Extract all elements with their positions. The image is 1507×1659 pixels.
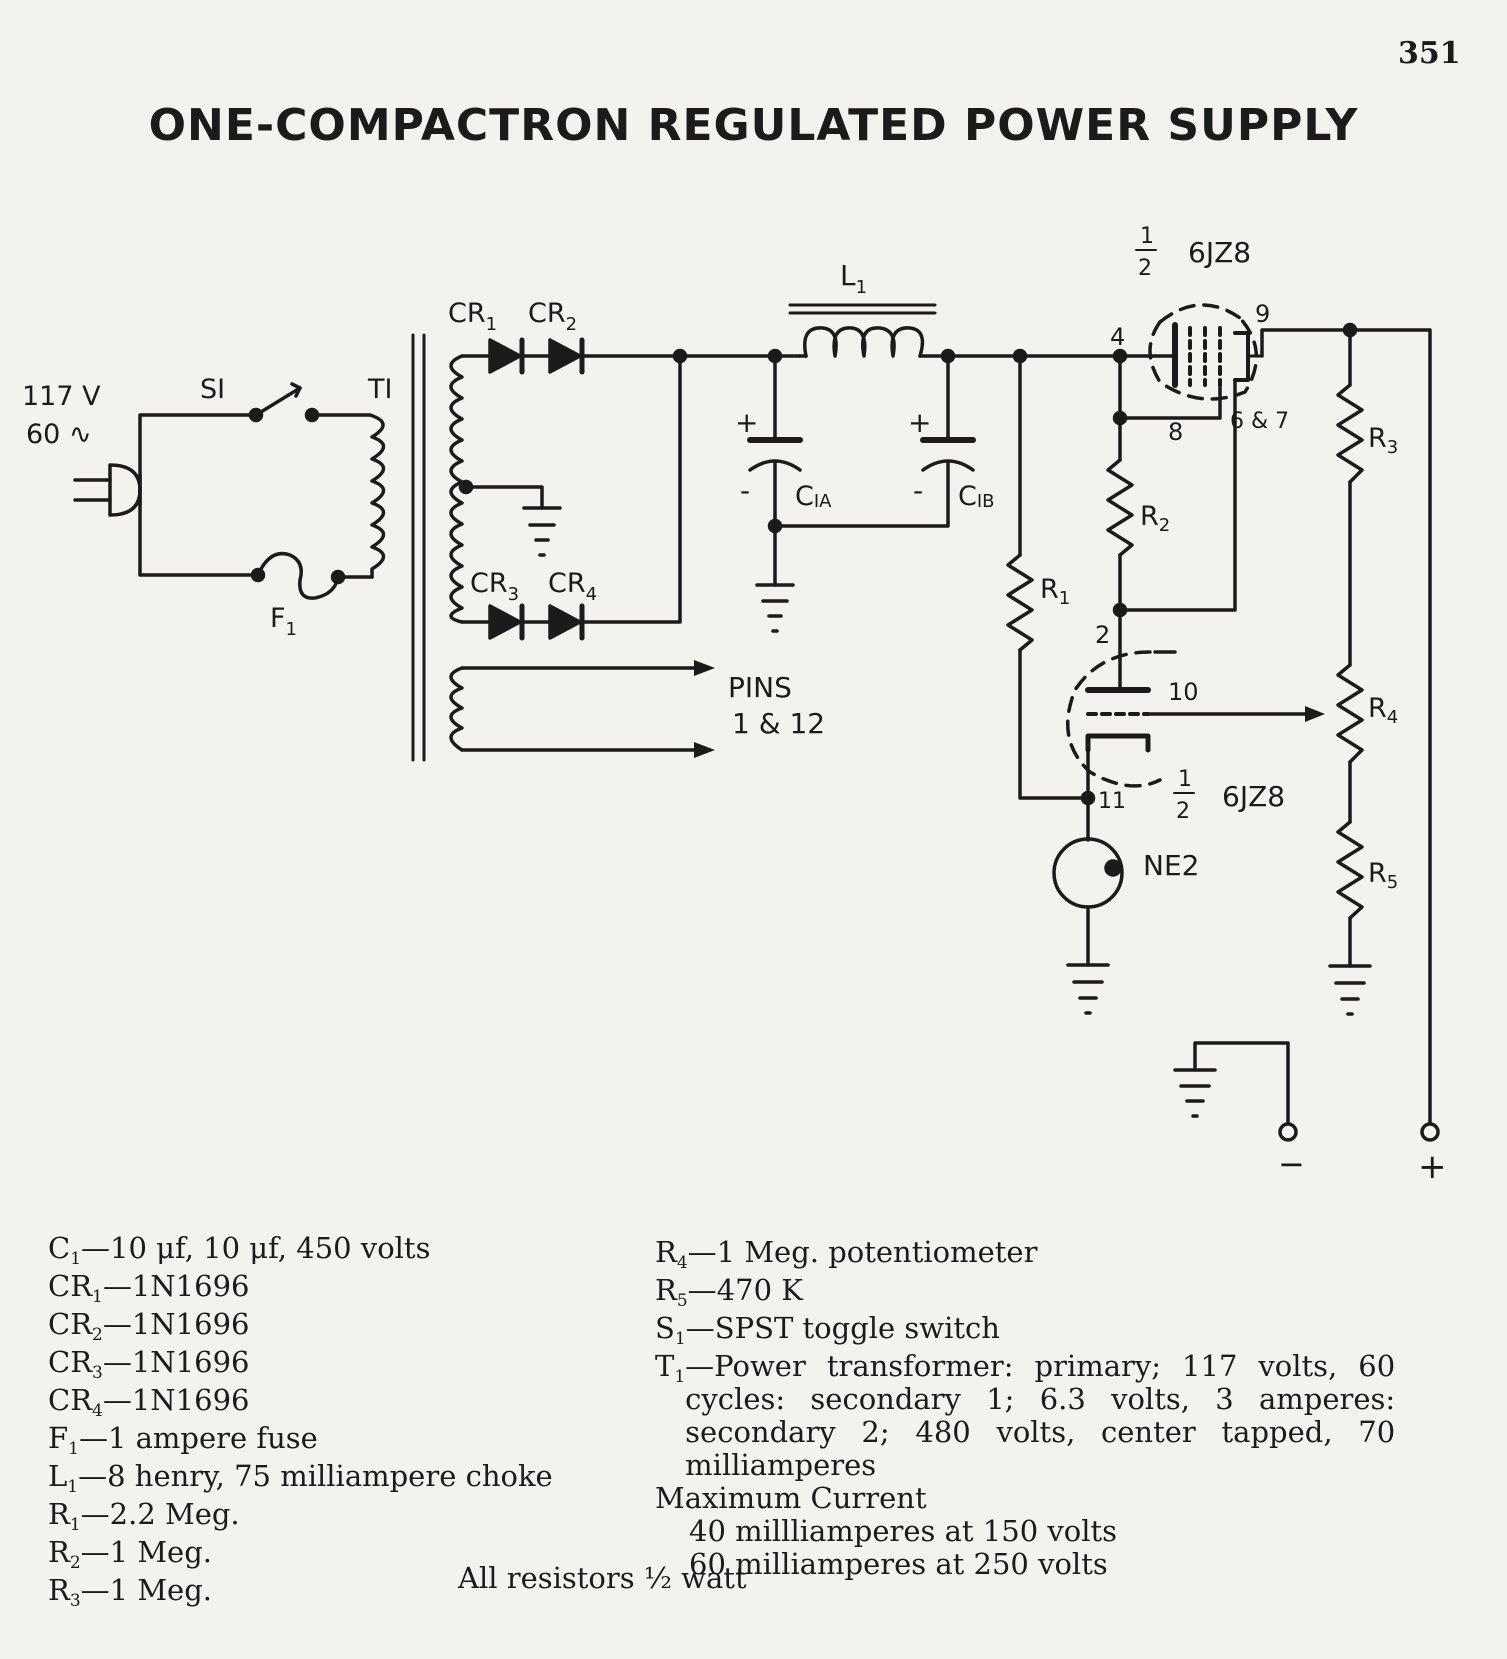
parts-list-item: CR3—1N1696 (48, 1345, 250, 1384)
triode-tube-icon (1066, 650, 1162, 788)
tube-pin-8: 8 (1168, 418, 1183, 446)
filament-winding-coil-icon (449, 666, 464, 752)
ground-icon (755, 583, 795, 633)
resistor-r1-icon (1006, 553, 1034, 652)
resistor-r1-label: R1 (1040, 574, 1070, 609)
ac-plug-icon (73, 463, 142, 517)
resistor-r4-label: R4 (1368, 693, 1398, 728)
input-frequency-label: 60 ∿ (26, 419, 92, 450)
parts-list-right: R4—1 Meg. potentiometer R5—470 K S1—SPST… (655, 1236, 1435, 1581)
parts-list-item: R2—1 Meg. (48, 1535, 212, 1574)
cap-c1a-minus: - (740, 474, 750, 507)
switch-label: SI (200, 374, 225, 405)
output-positive-label: + (1418, 1147, 1447, 1187)
inductor-label: L1 (840, 259, 867, 298)
diode-cr3-label: CR3 (470, 568, 519, 605)
transformer-secondary-coil-icon (449, 354, 464, 624)
cap-c1b-plus: + (908, 406, 931, 439)
resistor-r2-icon (1106, 458, 1134, 557)
tube-type-lower: 6JZ8 (1222, 780, 1285, 813)
resistor-r5-label: R5 (1368, 858, 1398, 893)
parts-list-left: C1—10 μf, 10 μf, 450 volts CR1—1N1696 CR… (48, 1232, 553, 1612)
parts-list-item: S1—SPST toggle switch (655, 1311, 1000, 1350)
cap-c1b-label: CIB (958, 481, 995, 512)
parts-list-item: L1—8 henry, 75 milliampere choke (48, 1459, 553, 1498)
page-number: 351 (1398, 36, 1461, 71)
cap-c1a-plus: + (735, 406, 758, 439)
potentiometer-r4-icon (1336, 663, 1364, 764)
schematic-diagram: 117 V 60 ∿ SI F1 TI (22, 224, 1447, 1187)
output-negative-label: − (1278, 1145, 1305, 1183)
cap-c1b-minus: - (913, 474, 923, 507)
ground-icon (1173, 1068, 1217, 1118)
transformer-spec-text: —Power transformer: primary; 117 volts, … (685, 1349, 1396, 1482)
input-voltage-label: 117 V (22, 381, 101, 412)
tube-pin-9: 9 (1255, 300, 1270, 328)
max-current-line: 40 millliamperes at 150 volts (689, 1514, 1118, 1548)
diode-cr3-icon (488, 603, 525, 641)
transformer-primary-coil-icon (368, 413, 386, 579)
fuse-icon (250, 551, 346, 600)
max-current-line: 60 milliamperes at 250 volts (689, 1547, 1108, 1581)
max-current-heading: Maximum Current (655, 1481, 927, 1515)
pentode-tube-icon (1148, 303, 1264, 401)
toggle-switch-icon (248, 382, 320, 423)
tube-pin-2: 2 (1095, 621, 1110, 649)
resistor-r3-icon (1336, 383, 1364, 484)
diode-cr4-icon (548, 603, 585, 641)
parts-list-item: R4—1 Meg. potentiometer (655, 1235, 1038, 1274)
tube-fraction-den-upper: 2 (1138, 256, 1152, 281)
resistor-r2-label: R2 (1140, 501, 1170, 536)
cap-c1a-label: CIA (795, 481, 832, 512)
page-title: ONE-COMPACTRON REGULATED POWER SUPPLY (148, 100, 1359, 151)
parts-list-item: R1—2.2 Meg. (48, 1497, 240, 1536)
pins-label-line1: PINS (728, 671, 792, 704)
tube-pin-4: 4 (1110, 323, 1125, 351)
neon-lamp-icon (1052, 837, 1124, 909)
neon-lamp-label: NE2 (1143, 849, 1199, 882)
diode-cr1-icon (488, 337, 525, 375)
parts-list-item: CR4—1N1696 (48, 1383, 250, 1422)
diode-cr1-label: CR1 (448, 298, 497, 335)
ground-icon (522, 506, 562, 557)
resistor-r5-icon (1336, 820, 1364, 920)
resistor-r3-label: R3 (1368, 423, 1398, 458)
diode-cr4-label: CR4 (548, 568, 597, 605)
parts-list-item: CR2—1N1696 (48, 1307, 250, 1346)
diode-cr2-icon (548, 337, 585, 375)
choke-inductor-icon (788, 303, 937, 358)
parts-list-item: CR1—1N1696 (48, 1269, 250, 1308)
pins-label-line2: 1 & 12 (732, 707, 825, 740)
transformer-spec-item: T1—Power transformer: primary; 117 volts… (655, 1349, 1396, 1482)
parts-list-item: R3—1 Meg. (48, 1573, 212, 1612)
parts-list-item: R5—470 K (655, 1273, 803, 1312)
tube-pin-10: 10 (1168, 678, 1199, 706)
parts-list-item: F1—1 ampere fuse (48, 1421, 318, 1460)
ground-icon (1066, 963, 1110, 1015)
fuse-label: F1 (270, 603, 297, 640)
tube-fraction-den-lower: 2 (1176, 799, 1190, 824)
tube-fraction-num-upper: 1 (1140, 224, 1154, 249)
tube-pin-11: 11 (1098, 789, 1126, 814)
resistor-footnote: All resistors ½ watt (458, 1561, 747, 1595)
tube-type-upper: 6JZ8 (1188, 236, 1251, 269)
ground-icon (1328, 964, 1372, 1016)
tube-fraction-num-lower: 1 (1178, 767, 1192, 792)
output-positive-terminal[interactable] (1420, 1122, 1440, 1142)
transformer-label: TI (367, 374, 392, 405)
output-negative-terminal[interactable] (1278, 1122, 1298, 1142)
diode-cr2-label: CR2 (528, 298, 577, 335)
tube-pin-6-7: 6 & 7 (1230, 409, 1289, 434)
parts-list-item: C1—10 μf, 10 μf, 450 volts (48, 1231, 431, 1270)
